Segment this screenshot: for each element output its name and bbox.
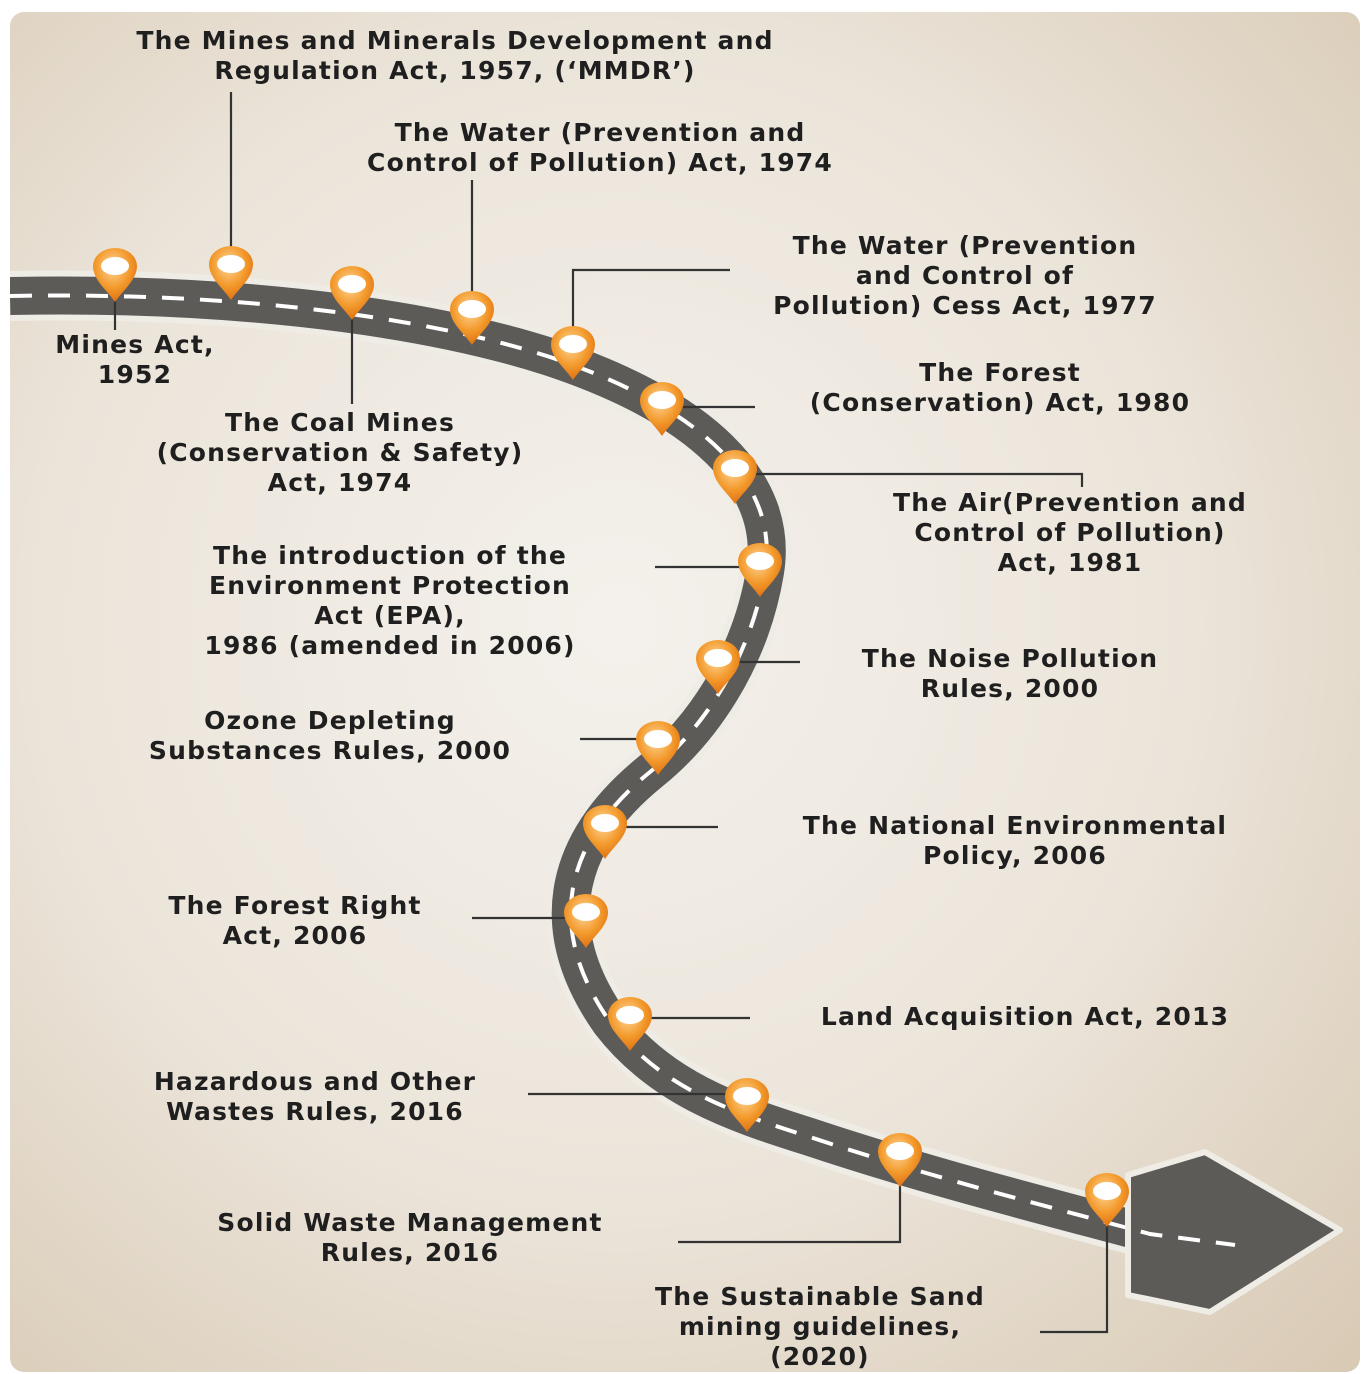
map-pin-icon bbox=[640, 382, 684, 436]
map-pin-icon bbox=[878, 1133, 922, 1187]
map-pin-icon bbox=[93, 248, 137, 302]
label-noise-2000: The Noise Pollution Rules, 2000 bbox=[861, 644, 1159, 703]
map-pin-icon bbox=[636, 721, 680, 775]
map-pins bbox=[93, 246, 1129, 1227]
label-hazardous-2016: Hazardous and Other Wastes Rules, 2016 bbox=[153, 1067, 477, 1126]
roadmap-diagram: The Mines and Minerals Development and R… bbox=[10, 12, 1360, 1372]
label-nep-2006: The National Environmental Policy, 2006 bbox=[802, 811, 1228, 870]
map-pin-icon bbox=[608, 997, 652, 1051]
map-pin-icon bbox=[209, 246, 253, 300]
label-air-1981: The Air(Prevention and Control of Pollut… bbox=[892, 488, 1247, 577]
map-pin-icon bbox=[330, 266, 374, 320]
label-water-act-1974: The Water (Prevention and Control of Pol… bbox=[367, 118, 833, 177]
label-epa-1986: The introduction of the Environment Prot… bbox=[204, 541, 576, 660]
label-water-cess-1977: The Water (Prevention and Control of Pol… bbox=[773, 231, 1157, 320]
map-pin-icon bbox=[450, 291, 494, 345]
map-pin-icon bbox=[564, 894, 608, 948]
leader-water-cess-1977 bbox=[571, 268, 730, 350]
map-pin-icon bbox=[583, 805, 627, 859]
leader-air-1981 bbox=[735, 472, 1084, 487]
label-sand-2020: The Sustainable Sand mining guidelines, … bbox=[655, 1282, 985, 1371]
label-land-2013: Land Acquisition Act, 2013 bbox=[820, 1002, 1230, 1031]
map-pin-icon bbox=[1085, 1173, 1129, 1227]
map-pin-icon bbox=[696, 640, 740, 694]
label-ozone-2000: Ozone Depleting Substances Rules, 2000 bbox=[148, 706, 512, 765]
label-mines-act-1952: Mines Act, 1952 bbox=[55, 330, 215, 389]
label-forest-right-2006: The Forest Right Act, 2006 bbox=[168, 891, 422, 950]
map-pin-icon bbox=[725, 1078, 769, 1132]
map-pin-icon bbox=[713, 450, 757, 504]
label-forest-1980: The Forest (Conservation) Act, 1980 bbox=[809, 358, 1191, 417]
label-mmdr-1957: The Mines and Minerals Development and R… bbox=[136, 26, 774, 85]
map-pin-icon bbox=[551, 326, 595, 380]
leader-sand-2020 bbox=[1040, 1195, 1109, 1334]
label-solid-waste-2016: Solid Waste Management Rules, 2016 bbox=[217, 1208, 603, 1267]
roadmap-svg bbox=[10, 92, 1343, 1334]
arrow-head-icon bbox=[1125, 1149, 1343, 1315]
label-coal-mines-1974: The Coal Mines (Conservation & Safety) A… bbox=[156, 408, 524, 497]
map-pin-icon bbox=[738, 543, 782, 597]
